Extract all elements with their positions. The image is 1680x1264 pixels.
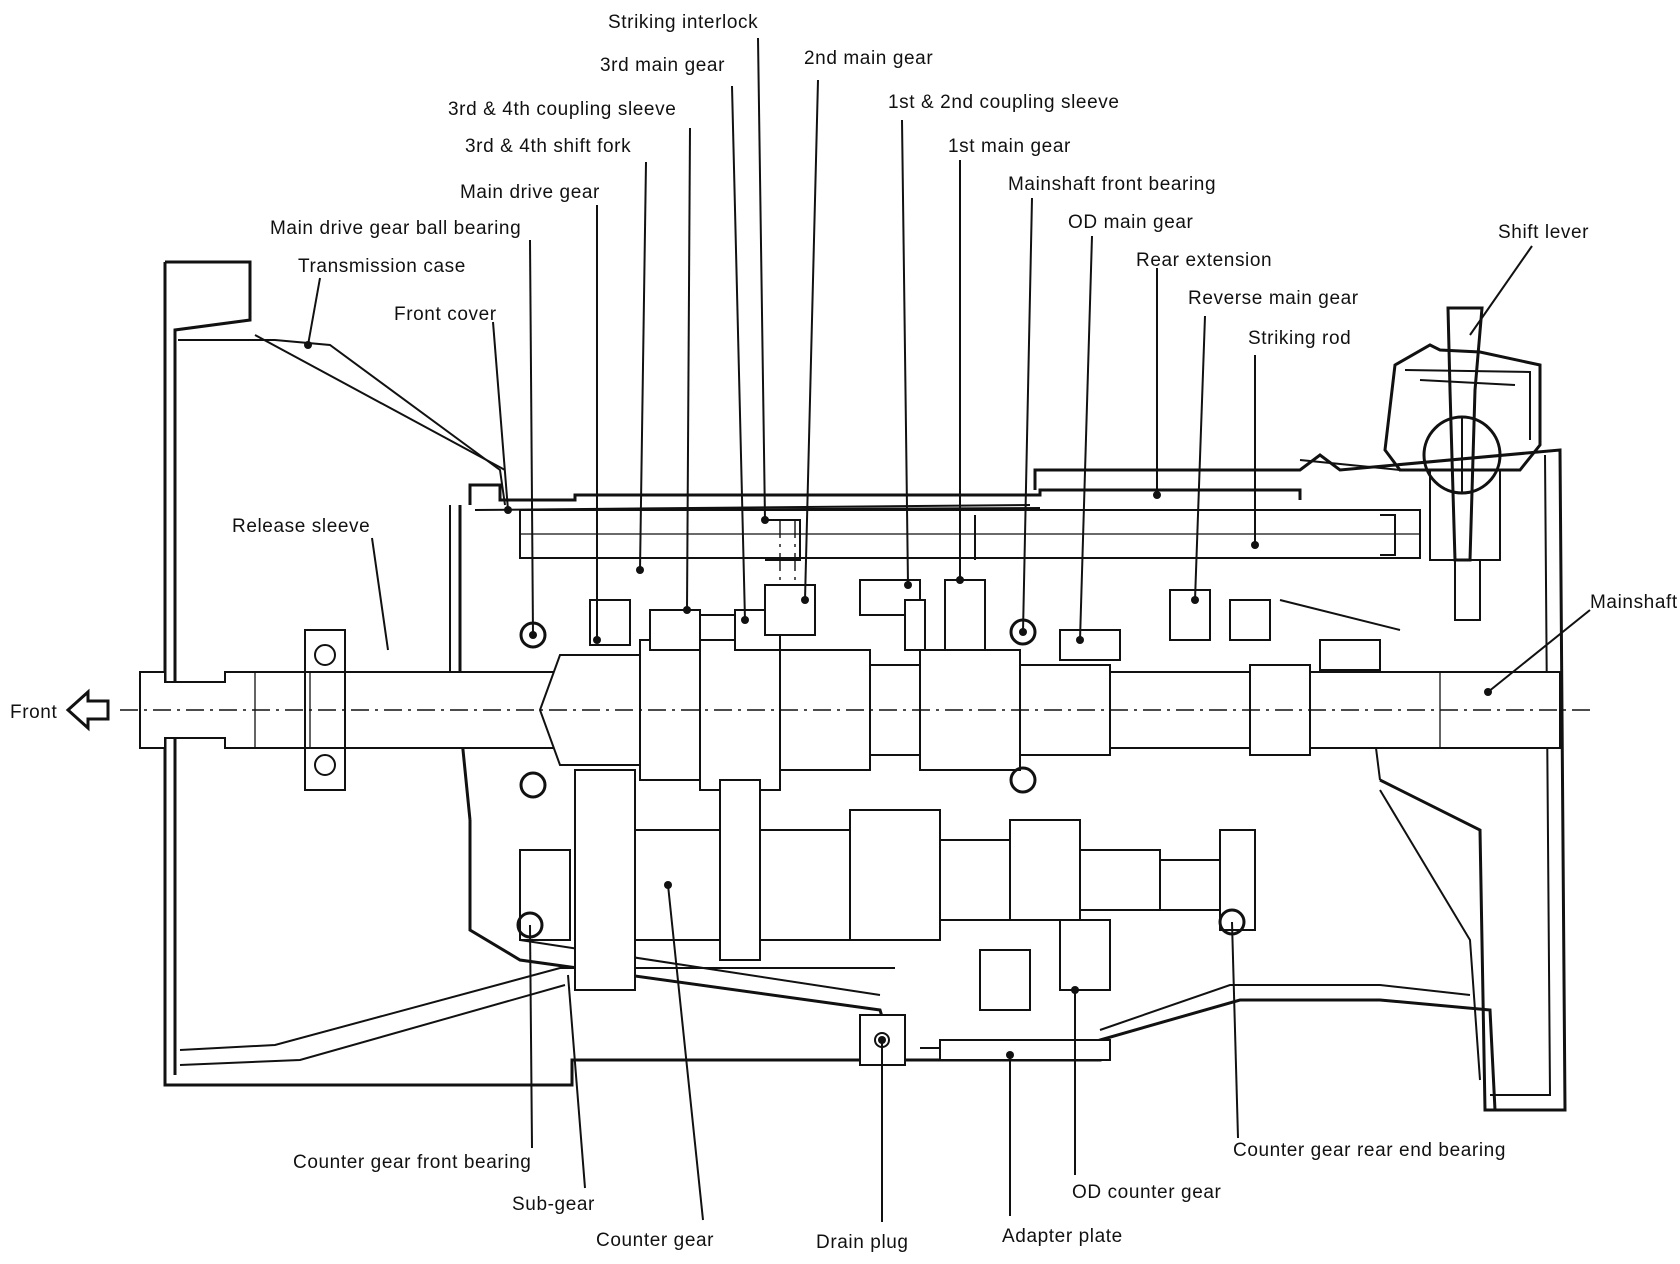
label-shift-lever: Shift lever [1498,222,1589,243]
label-1st-2nd-coupling-sleeve: 1st & 2nd coupling sleeve [888,92,1120,113]
shift-lever-assembly [1299,306,1542,621]
drain-plug-and-adapter [859,1014,1111,1066]
label-drain-plug: Drain plug [816,1232,909,1253]
leader-lines [307,37,1591,1222]
label-mainshaft-front-bearing: Mainshaft front bearing [1008,174,1216,195]
callout-labels: Front Transmission case Main drive gear … [10,12,1678,1253]
striking-rod [519,509,1421,600]
label-rear-extension: Rear extension [1136,250,1272,271]
label-od-main-gear: OD main gear [1068,212,1194,233]
label-3rd-4th-shift-fork: 3rd & 4th shift fork [465,136,631,157]
label-3rd-main-gear: 3rd main gear [600,55,725,76]
label-transmission-case: Transmission case [298,256,466,277]
label-main-drive-gear-ball-bearing: Main drive gear ball bearing [270,218,521,239]
label-striking-rod: Striking rod [1248,328,1351,349]
label-adapter-plate: Adapter plate [1002,1226,1123,1247]
label-od-counter-gear: OD counter gear [1072,1182,1222,1203]
label-main-drive-gear: Main drive gear [460,182,600,203]
label-sub-gear: Sub-gear [512,1194,595,1215]
label-release-sleeve: Release sleeve [232,516,370,537]
label-counter-gear-rear-end-bearing: Counter gear rear end bearing [1233,1140,1506,1161]
label-mainshaft: Mainshaft [1590,592,1678,613]
label-counter-gear-front-bearing: Counter gear front bearing [293,1152,531,1173]
label-reverse-main-gear: Reverse main gear [1188,288,1359,309]
label-dots [304,341,1492,1059]
label-3rd-4th-coupling-sleeve: 3rd & 4th coupling sleeve [448,99,676,120]
front-arrow-icon [65,688,110,732]
counter-gear-cluster [516,769,1256,1011]
label-1st-main-gear: 1st main gear [948,136,1071,157]
label-front-cover: Front cover [394,304,497,325]
label-front: Front [10,702,57,723]
label-striking-interlock: Striking interlock [608,12,758,33]
label-counter-gear: Counter gear [596,1230,714,1251]
label-2nd-main-gear: 2nd main gear [804,48,933,69]
